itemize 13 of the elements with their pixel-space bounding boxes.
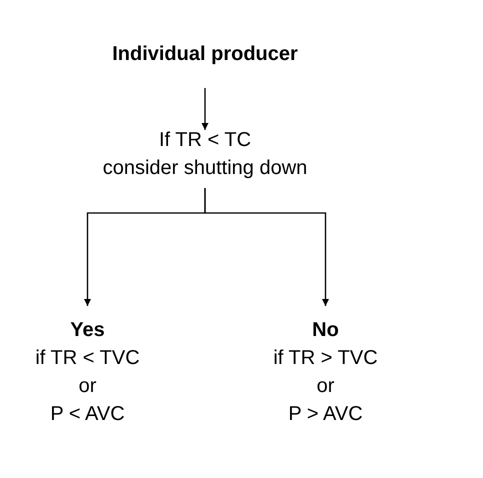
condition-text: or [78,374,96,399]
condition-text: If TR < TC [158,128,252,153]
arrow [204,188,329,306]
condition-text: P > AVC [288,402,363,427]
condition-text: consider shutting down [102,156,308,181]
answer-heading: No [312,318,339,343]
title: Individual producer [111,43,299,66]
arrow [202,88,208,130]
condition-text: or [316,374,334,399]
condition-text: if TR < TVC [35,346,140,371]
condition-text: if TR > TVC [273,346,378,371]
condition-text: P < AVC [50,402,125,427]
answer-heading: Yes [70,318,105,343]
